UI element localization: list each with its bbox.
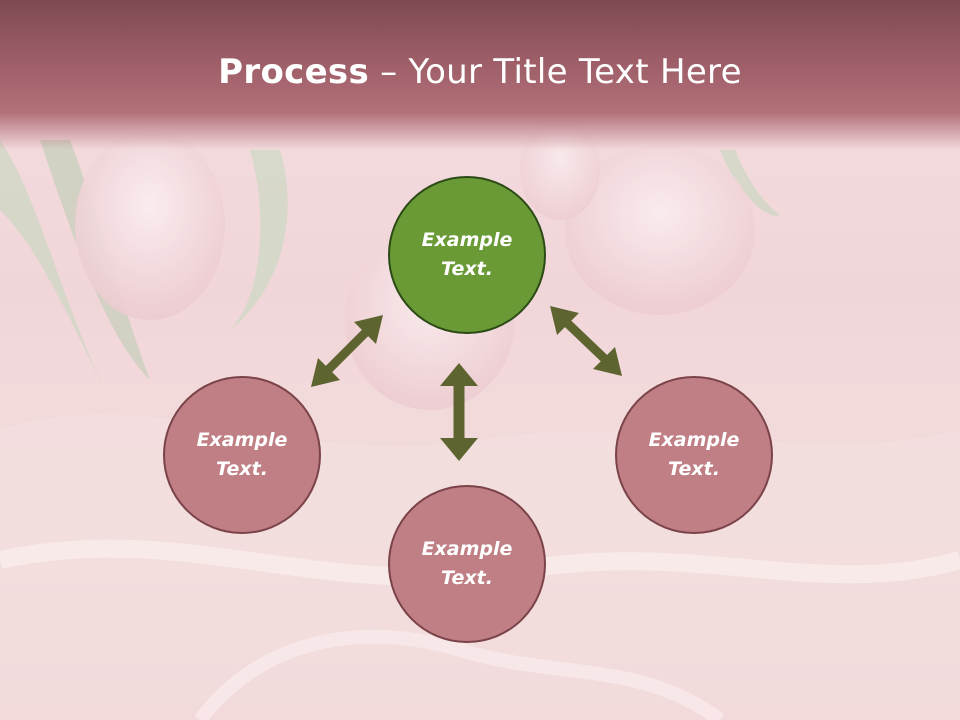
page-title: Process – Your Title Text Here <box>0 52 960 92</box>
title-bar <box>0 0 960 150</box>
bottom-node: Example Text. <box>388 485 546 643</box>
bottom-node-label: Example Text. <box>421 538 513 589</box>
title-bold: Process <box>218 52 370 92</box>
left-node: Example Text. <box>163 376 321 534</box>
double-arrow-down <box>440 363 478 461</box>
double-arrow-right <box>550 306 622 376</box>
right-node: Example Text. <box>615 376 773 534</box>
right-node-label: Example Text. <box>648 429 740 480</box>
center-node-label: Example Text. <box>421 229 513 280</box>
center-node: Example Text. <box>388 176 546 334</box>
left-node-label: Example Text. <box>196 429 288 480</box>
title-rest: – Your Title Text Here <box>369 52 742 92</box>
double-arrow-left <box>311 315 383 387</box>
